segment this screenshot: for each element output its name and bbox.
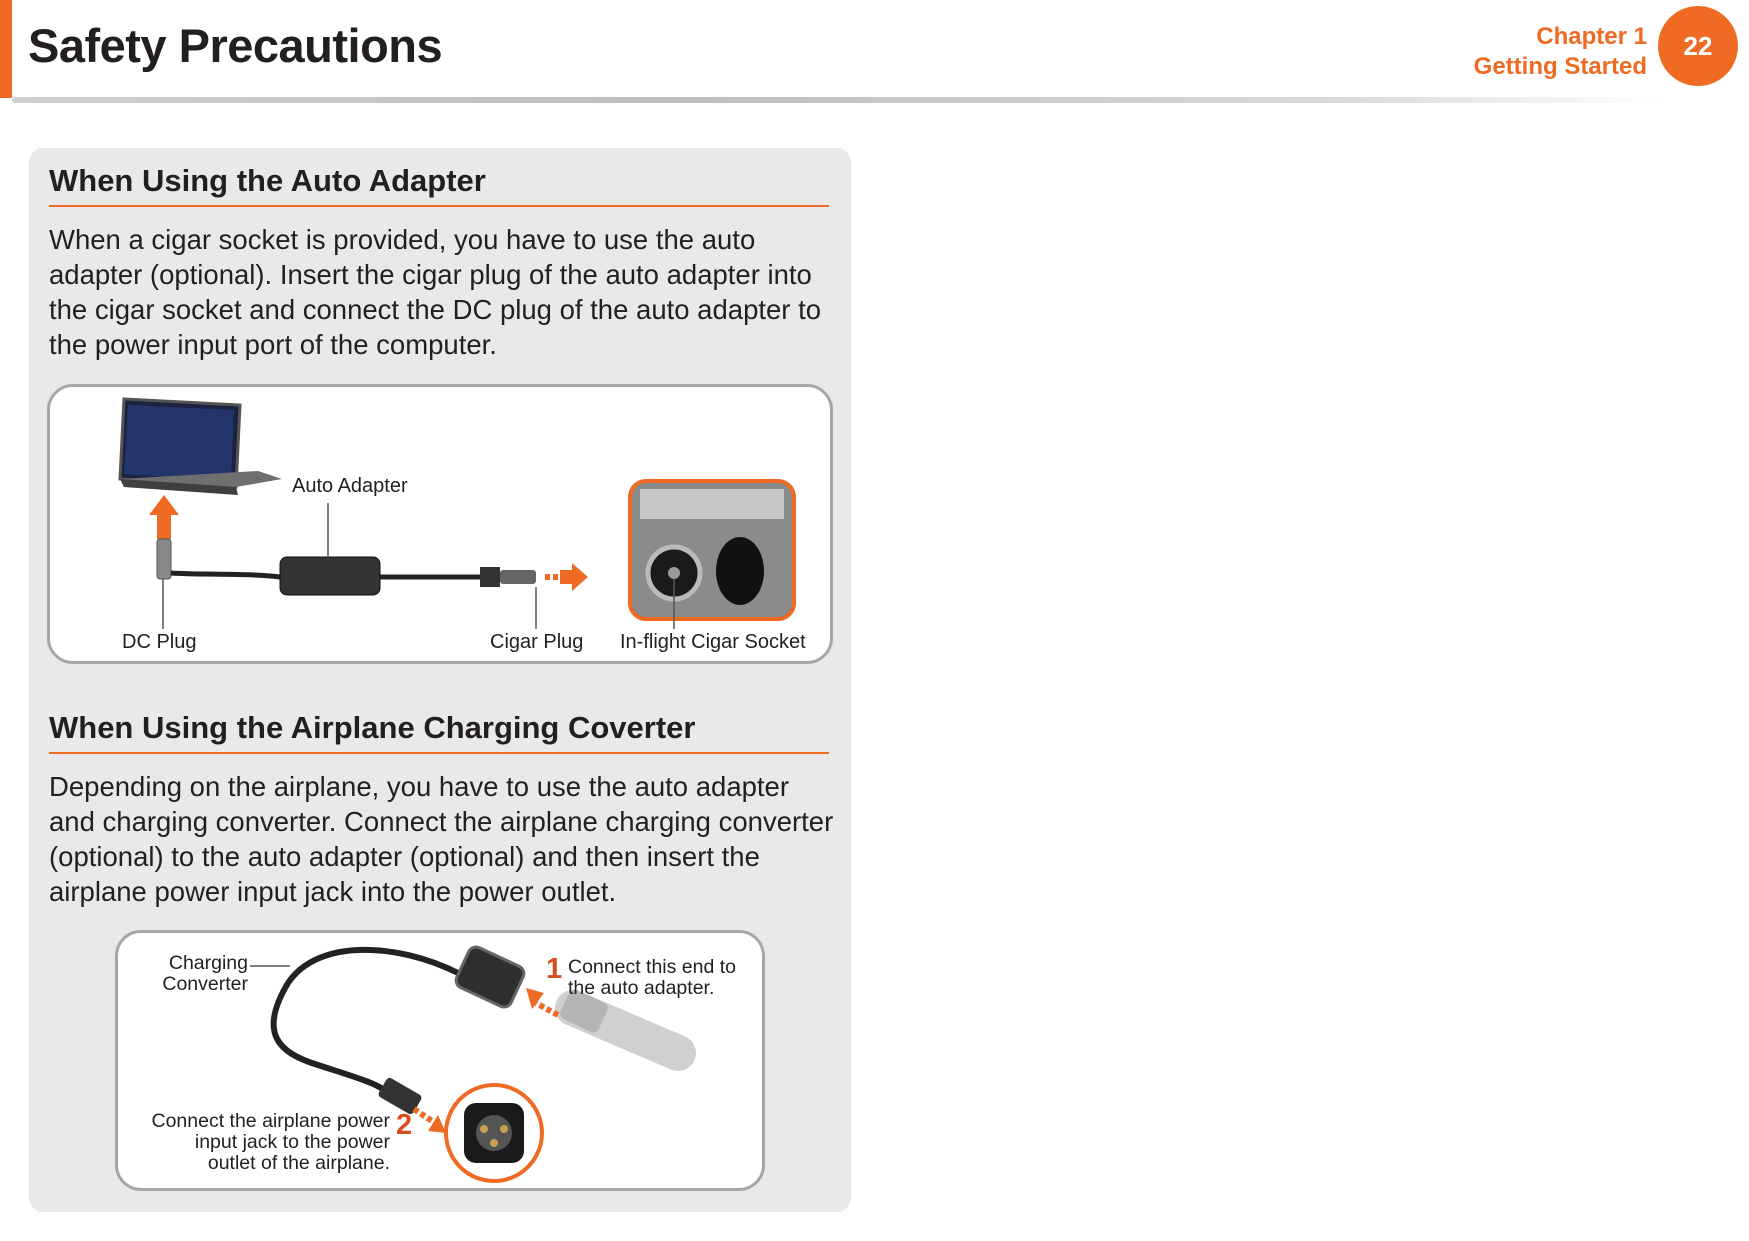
section-body-auto-adapter: When a cigar socket is provided, you hav… bbox=[49, 224, 822, 360]
step1-note-line1: Connect this end to bbox=[568, 956, 737, 978]
section-body-airplane-converter: Depending on the airplane, you have to u… bbox=[49, 771, 834, 907]
label-charging-converter-line2: Converter bbox=[162, 973, 248, 995]
header-accent-bar bbox=[0, 0, 12, 98]
page-title: Safety Precautions bbox=[28, 19, 443, 72]
arrow-step2-icon bbox=[412, 1106, 446, 1133]
chapter-title: Getting Started bbox=[1473, 53, 1647, 80]
step1-number: 1 bbox=[546, 953, 563, 985]
label-dc-plug: DC Plug bbox=[122, 631, 197, 653]
charging-converter-figure: Charging Converter 1 Connect this end to… bbox=[115, 930, 765, 1191]
arrow-up-icon bbox=[149, 495, 179, 539]
section-heading-auto-adapter: When Using the Auto Adapter bbox=[49, 163, 829, 207]
section-heading-airplane-converter: When Using the Airplane Charging Coverte… bbox=[49, 710, 829, 754]
label-auto-adapter: Auto Adapter bbox=[292, 475, 408, 497]
label-charging-converter: Charging Converter bbox=[158, 953, 248, 995]
auto-adapter-figure: Auto Adapter DC Plug Cigar Plug In-fligh… bbox=[47, 384, 833, 664]
power-outlet-photo bbox=[444, 1083, 544, 1183]
step2-note-line2: input jack to the power bbox=[194, 1131, 390, 1153]
header-divider bbox=[12, 97, 1662, 103]
charging-converter-illustration bbox=[250, 945, 696, 1183]
label-cigar-socket: In-flight Cigar Socket bbox=[620, 631, 806, 653]
step1-note: Connect this end to the auto adapter. bbox=[568, 957, 736, 999]
step2-note-line1: Connect the airplane power bbox=[151, 1110, 391, 1132]
arrow-step1-icon bbox=[526, 988, 560, 1018]
step2-note-line3: outlet of the airplane. bbox=[207, 1152, 390, 1174]
chapter-heading: Chapter 1 Getting Started bbox=[1474, 22, 1647, 82]
step2-note: Connect the airplane power input jack to… bbox=[128, 1110, 391, 1174]
page-number-badge: 22 bbox=[1658, 6, 1738, 86]
chapter-number: Chapter 1 bbox=[1536, 23, 1647, 50]
arrow-right-icon bbox=[545, 563, 588, 591]
step1-note-line2: the auto adapter. bbox=[568, 977, 715, 999]
auto-adapter-box bbox=[279, 556, 381, 596]
label-charging-converter-line1: Charging bbox=[168, 952, 248, 974]
content-panel: When Using the Auto Adapter When a cigar… bbox=[29, 148, 851, 1212]
step2-number: 2 bbox=[396, 1109, 413, 1141]
auto-adapter-illustration bbox=[118, 397, 796, 629]
cigar-socket-photo bbox=[628, 479, 796, 621]
laptop-illustration bbox=[118, 397, 282, 495]
label-cigar-plug: Cigar Plug bbox=[490, 631, 584, 653]
